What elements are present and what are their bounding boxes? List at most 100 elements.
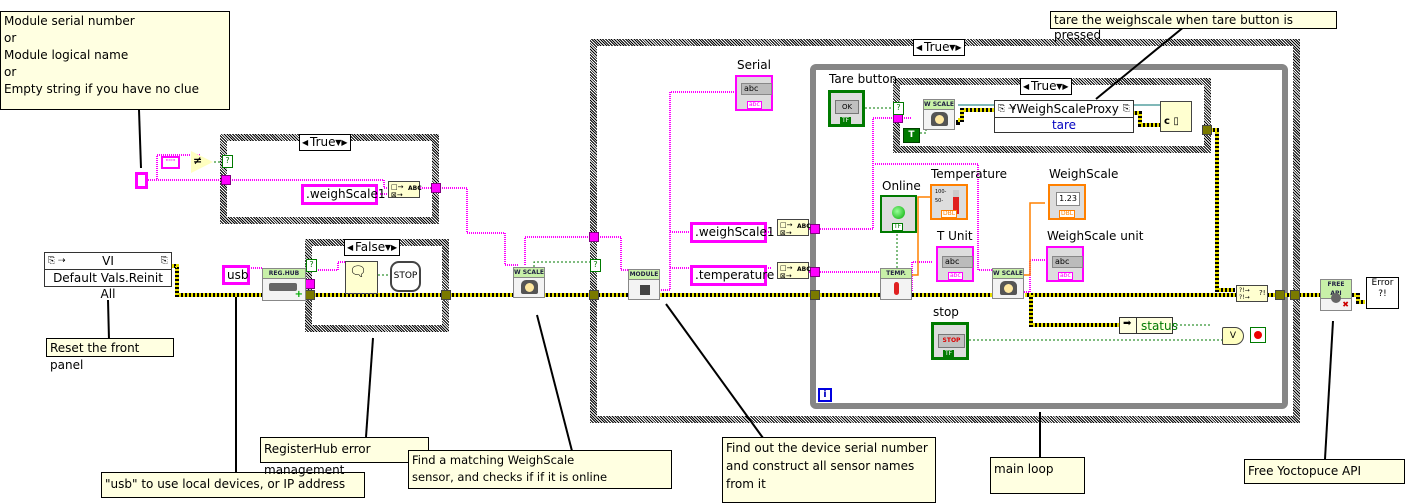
true-constant[interactable]: T xyxy=(903,128,920,143)
octopus-icon xyxy=(1331,293,1341,303)
invoke-node-method[interactable]: Default Vals.Reinit All xyxy=(53,271,163,301)
tare-button-control[interactable]: OK TF xyxy=(828,90,865,127)
stop-button-control[interactable]: STOP TF xyxy=(931,322,969,360)
weighscale-tare-node[interactable]: W SCALE xyxy=(923,99,955,130)
prev-case-icon[interactable]: ◀ xyxy=(347,243,354,252)
concat-strings-primitive[interactable]: □→⊠→ ABC xyxy=(777,262,811,280)
prev-case-icon[interactable]: ◀ xyxy=(916,43,923,52)
weighscale-suffix-constant-1[interactable]: .weighScale1 xyxy=(301,184,386,205)
led-icon xyxy=(892,206,905,219)
case-selector-terminal: ? xyxy=(893,102,904,115)
temperature-label: Temperature xyxy=(931,167,1008,181)
next-case-icon[interactable]: ▼▶ xyxy=(335,138,348,147)
online-label: Online xyxy=(882,179,921,193)
or-primitive[interactable]: V xyxy=(1222,327,1244,345)
temperature-node[interactable]: TEMP. xyxy=(880,268,912,300)
stop-if-true-icon xyxy=(1254,331,1262,339)
proxy-method[interactable]: tare xyxy=(1051,118,1077,132)
arrow-tare xyxy=(1095,25,1186,100)
string-tunnel xyxy=(589,232,599,242)
error-case-selector[interactable]: ◀ False ▼▶ xyxy=(344,239,401,256)
error-icon: ⎘ xyxy=(1122,104,1130,114)
add-icon: + xyxy=(294,289,303,300)
scale-dial-icon xyxy=(935,115,944,124)
chip-icon xyxy=(640,285,650,295)
name-case-selector[interactable]: ◀ True ▼▶ xyxy=(299,134,351,151)
serial-indicator[interactable]: abc abc xyxy=(735,75,773,111)
merge-errors-node[interactable]: ?!→?!→ ?! xyxy=(1236,285,1268,302)
ok-button-display: OK xyxy=(835,100,859,114)
stop-primitive[interactable]: STOP xyxy=(390,261,421,292)
loop-condition-terminal[interactable] xyxy=(1250,327,1266,343)
error-tunnel xyxy=(1275,290,1285,300)
prev-case-icon[interactable]: ◀ xyxy=(302,138,309,147)
arrow-registerhub xyxy=(365,337,374,438)
weighscale-read-node[interactable]: W SCALE xyxy=(992,268,1024,299)
stop-button-display: STOP xyxy=(938,334,965,348)
comment-main-loop: main loop xyxy=(990,457,1085,494)
concat-icon: □→⊠→ xyxy=(391,183,404,199)
comment-module-input: Module serial number or Module logical n… xyxy=(0,11,230,110)
stop-label: stop xyxy=(933,305,959,319)
error-out-icon: ?! xyxy=(1259,289,1266,297)
merge-errors-icon: ?!→?!→ xyxy=(1239,287,1250,301)
thermometer-icon xyxy=(894,282,899,295)
bool-type-badge: TF xyxy=(892,223,904,231)
error-tunnel xyxy=(305,290,315,300)
not-equal-icon: ≠ xyxy=(193,154,203,167)
free-api-node[interactable]: FREE API ✖ xyxy=(1320,279,1352,311)
string-tunnel xyxy=(221,175,231,185)
weighscale-unit-label: WeighScale unit xyxy=(1047,229,1144,243)
close-ref-icon: c ▯ xyxy=(1164,116,1179,127)
tare-case-selector[interactable]: ◀ True ▼▶ xyxy=(1020,78,1072,95)
case-selector-terminal: ? xyxy=(306,259,317,272)
next-case-icon[interactable]: ▼▶ xyxy=(949,43,962,52)
unbundle-status-node[interactable]: ➡ status xyxy=(1119,317,1178,334)
temperature-indicator[interactable]: 100-50- DBL xyxy=(930,184,968,220)
close-reference-node[interactable]: c ▯ xyxy=(1160,101,1192,132)
register-hub-node[interactable]: REG.HUB + xyxy=(262,268,306,301)
dbl-wires xyxy=(911,196,1045,276)
next-case-icon[interactable]: ▼▶ xyxy=(1056,82,1069,91)
concat-icon: □→⊠→ xyxy=(780,221,793,237)
concat-strings-primitive[interactable]: □→⊠→ ABC xyxy=(777,219,811,237)
empty-string-constant[interactable]: """ xyxy=(161,156,180,169)
invoke-node-header: ⎘ ⇢ VI ⎘ xyxy=(45,253,171,270)
error-tunnel xyxy=(1202,125,1212,135)
numeric-display: 1.23 xyxy=(1056,192,1080,206)
t-unit-label: T Unit xyxy=(937,229,973,243)
arrow-module-input xyxy=(138,109,142,169)
next-case-icon[interactable]: ▼▶ xyxy=(384,243,398,252)
simple-error-handler-node[interactable]: 🗨 xyxy=(345,261,378,294)
status-field: status xyxy=(1136,318,1178,334)
string-out-icon: ABC xyxy=(797,223,811,230)
prev-case-icon[interactable]: ◀ xyxy=(1023,82,1030,91)
main-while-loop[interactable] xyxy=(810,64,1288,409)
scale-dial-icon xyxy=(1004,284,1013,293)
error-icon: ⎘ xyxy=(160,256,168,266)
module-name-control[interactable] xyxy=(135,172,148,189)
arrow-module xyxy=(665,303,764,439)
invoke-node-vi[interactable]: ⎘ ⇢ VI ⎘ Default Vals.Reinit All xyxy=(44,252,172,301)
thermometer-icon xyxy=(953,190,959,214)
weighscale-proxy-node[interactable]: ⎘ ⇢ YWeighScaleProxy ⎘ tare xyxy=(994,100,1134,133)
serial-label: Serial xyxy=(737,58,771,72)
string-type-badge: abc xyxy=(1058,272,1073,280)
concat-strings-primitive[interactable]: □→⊠→ ABC xyxy=(388,181,422,199)
string-out-icon: ABC xyxy=(408,185,422,192)
error-dialog-node[interactable]: Error ?! xyxy=(1366,277,1399,309)
comment-find-weighscale: Find a matching WeighScale sensor, and c… xyxy=(408,450,672,489)
weighscale-suffix-constant-2[interactable]: .weighScale1 xyxy=(690,222,775,243)
weighscale-find-node[interactable]: W SCALE xyxy=(513,267,545,298)
error-dialog-icon: 🗨 xyxy=(349,264,367,280)
module-node[interactable]: MODULE xyxy=(628,269,660,300)
t-unit-indicator[interactable]: abc abc xyxy=(936,246,974,282)
online-indicator[interactable]: TF xyxy=(880,195,917,233)
weighscale-indicator[interactable]: 1.23 DBL xyxy=(1048,184,1086,220)
temperature-suffix-constant[interactable]: .temperature xyxy=(690,265,774,286)
outer-case-selector[interactable]: ◀ True ▼▶ xyxy=(913,39,965,56)
not-equal-primitive[interactable] xyxy=(191,151,213,173)
error-tunnel xyxy=(589,290,599,300)
usb-constant[interactable]: usb xyxy=(222,265,250,285)
weighscale-unit-indicator[interactable]: abc abc xyxy=(1046,246,1084,282)
